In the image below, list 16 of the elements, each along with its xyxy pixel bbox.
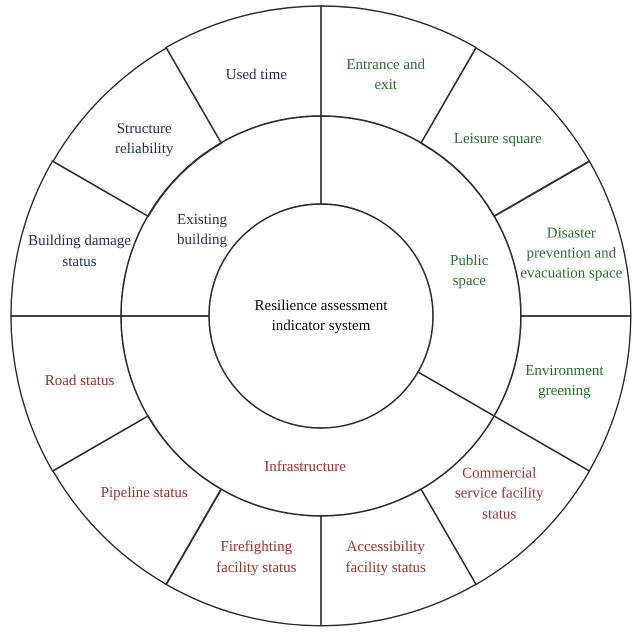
category-label: Existing building xyxy=(176,210,228,250)
indicator-label: Firefighting facility status xyxy=(215,538,298,578)
indicator-label: Disaster prevention and evacuation space xyxy=(519,224,624,284)
indicator-label: Leisure square xyxy=(452,130,543,150)
indicator-label: Entrance and exit xyxy=(345,55,426,95)
indicator-label: Structure reliability xyxy=(114,120,174,160)
indicator-label: Commercial service facility status xyxy=(454,464,545,524)
indicator-label: Accessibility facility status xyxy=(344,538,427,578)
indicator-label: Building damage status xyxy=(27,232,132,272)
indicator-label: Environment greening xyxy=(524,362,605,402)
category-label: Infrastructure xyxy=(263,458,347,478)
center-label: Resilience assessment indicator system xyxy=(254,296,388,336)
indicator-label: Road status xyxy=(44,372,116,391)
indicator-label: Pipeline status xyxy=(100,484,189,503)
indicator-label: Used time xyxy=(224,65,288,84)
category-label: Public space xyxy=(449,251,490,291)
